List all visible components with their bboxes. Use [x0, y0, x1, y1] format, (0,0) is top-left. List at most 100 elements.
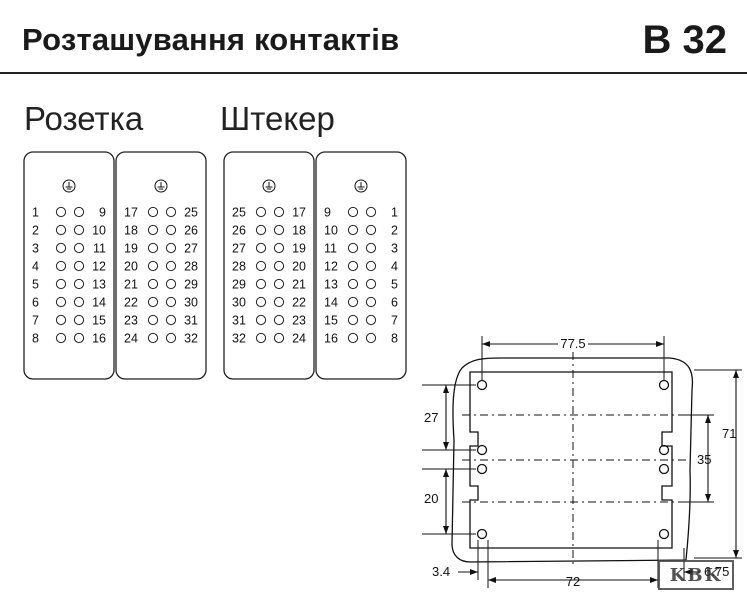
- contact-hole: [73, 260, 85, 272]
- contact-number: 27: [184, 242, 198, 256]
- dim-top-width: 77.5: [560, 336, 585, 351]
- contact-number: 32: [184, 332, 198, 346]
- contact-hole: [255, 296, 267, 308]
- contact-hole: [255, 314, 267, 326]
- contact-hole: [165, 224, 177, 236]
- contact-hole: [273, 332, 285, 344]
- contact-hole: [365, 278, 377, 290]
- contact-hole: [365, 206, 377, 218]
- contact-number: 18: [124, 224, 138, 238]
- contact-row: 27 19: [232, 242, 306, 256]
- contact-hole: [273, 296, 285, 308]
- contact-hole: [147, 296, 159, 308]
- contact-number: 24: [292, 332, 306, 346]
- contact-hole: [165, 260, 177, 272]
- contact-hole: [147, 206, 159, 218]
- contact-hole: [73, 296, 85, 308]
- contact-row: 13 5: [324, 278, 398, 292]
- contact-hole: [73, 242, 85, 254]
- contact-hole: [165, 332, 177, 344]
- contact-hole: [55, 224, 67, 236]
- contact-hole: [147, 314, 159, 326]
- contact-number: 4: [391, 260, 398, 274]
- contact-number: 11: [93, 242, 106, 256]
- contact-hole: [165, 278, 177, 290]
- contact-hole: [255, 278, 267, 290]
- contact-number: 21: [292, 278, 306, 292]
- ground-icon: [62, 179, 76, 193]
- contact-number: 12: [324, 260, 338, 274]
- contact-hole: [347, 278, 359, 290]
- contact-number: 31: [232, 314, 246, 328]
- contact-hole: [147, 242, 159, 254]
- contact-hole: [365, 332, 377, 344]
- contact-number: 16: [92, 332, 106, 346]
- contact-number: 8: [32, 332, 39, 346]
- contact-hole: [273, 260, 285, 272]
- contact-number: 9: [324, 206, 331, 220]
- contact-number: 23: [292, 314, 306, 328]
- contact-hole: [147, 278, 159, 290]
- contact-hole: [273, 206, 285, 218]
- contact-hole: [147, 332, 159, 344]
- contact-number: 9: [99, 206, 106, 220]
- mounting-hole: [658, 379, 670, 391]
- contact-hole: [55, 314, 67, 326]
- module-outline: [315, 151, 407, 380]
- contact-number: 27: [232, 242, 246, 256]
- contact-hole: [73, 206, 85, 218]
- contact-number: 12: [92, 260, 106, 274]
- contact-number: 23: [124, 314, 138, 328]
- contact-number: 13: [324, 278, 338, 292]
- mounting-plate: [469, 371, 673, 549]
- contact-hole: [55, 242, 67, 254]
- contact-hole: [365, 296, 377, 308]
- contact-number: 5: [391, 278, 398, 292]
- contact-number: 26: [184, 224, 198, 238]
- contact-hole: [347, 296, 359, 308]
- contact-hole: [255, 332, 267, 344]
- contact-row: 15 7: [324, 314, 398, 328]
- contact-hole: [347, 260, 359, 272]
- contact-number: 17: [124, 206, 138, 220]
- contact-number: 5: [32, 278, 39, 292]
- contact-number: 19: [292, 242, 306, 256]
- contact-hole: [255, 242, 267, 254]
- contact-hole: [55, 296, 67, 308]
- contact-hole: [273, 224, 285, 236]
- contact-number: 1: [32, 206, 39, 220]
- contact-number: 7: [391, 314, 398, 328]
- contact-hole: [165, 314, 177, 326]
- contact-number: 15: [324, 314, 338, 328]
- contact-number: 15: [92, 314, 106, 328]
- contact-number: 28: [232, 260, 246, 274]
- contact-number: 17: [292, 206, 306, 220]
- mounting-hole: [476, 463, 488, 475]
- contact-hole: [347, 314, 359, 326]
- contact-number: 14: [92, 296, 106, 310]
- contact-number: 14: [324, 296, 338, 310]
- contact-number: 30: [232, 296, 246, 310]
- dim-lower-pitch: 20: [424, 491, 438, 506]
- contact-hole: [347, 242, 359, 254]
- contact-hole: [55, 332, 67, 344]
- dim-height-total: 71: [722, 426, 736, 441]
- page-title: Розташування контактів: [22, 22, 400, 57]
- contact-number: 3: [32, 242, 39, 256]
- contact-hole: [365, 314, 377, 326]
- mounting-hole: [476, 528, 488, 540]
- contact-number: 6: [32, 296, 39, 310]
